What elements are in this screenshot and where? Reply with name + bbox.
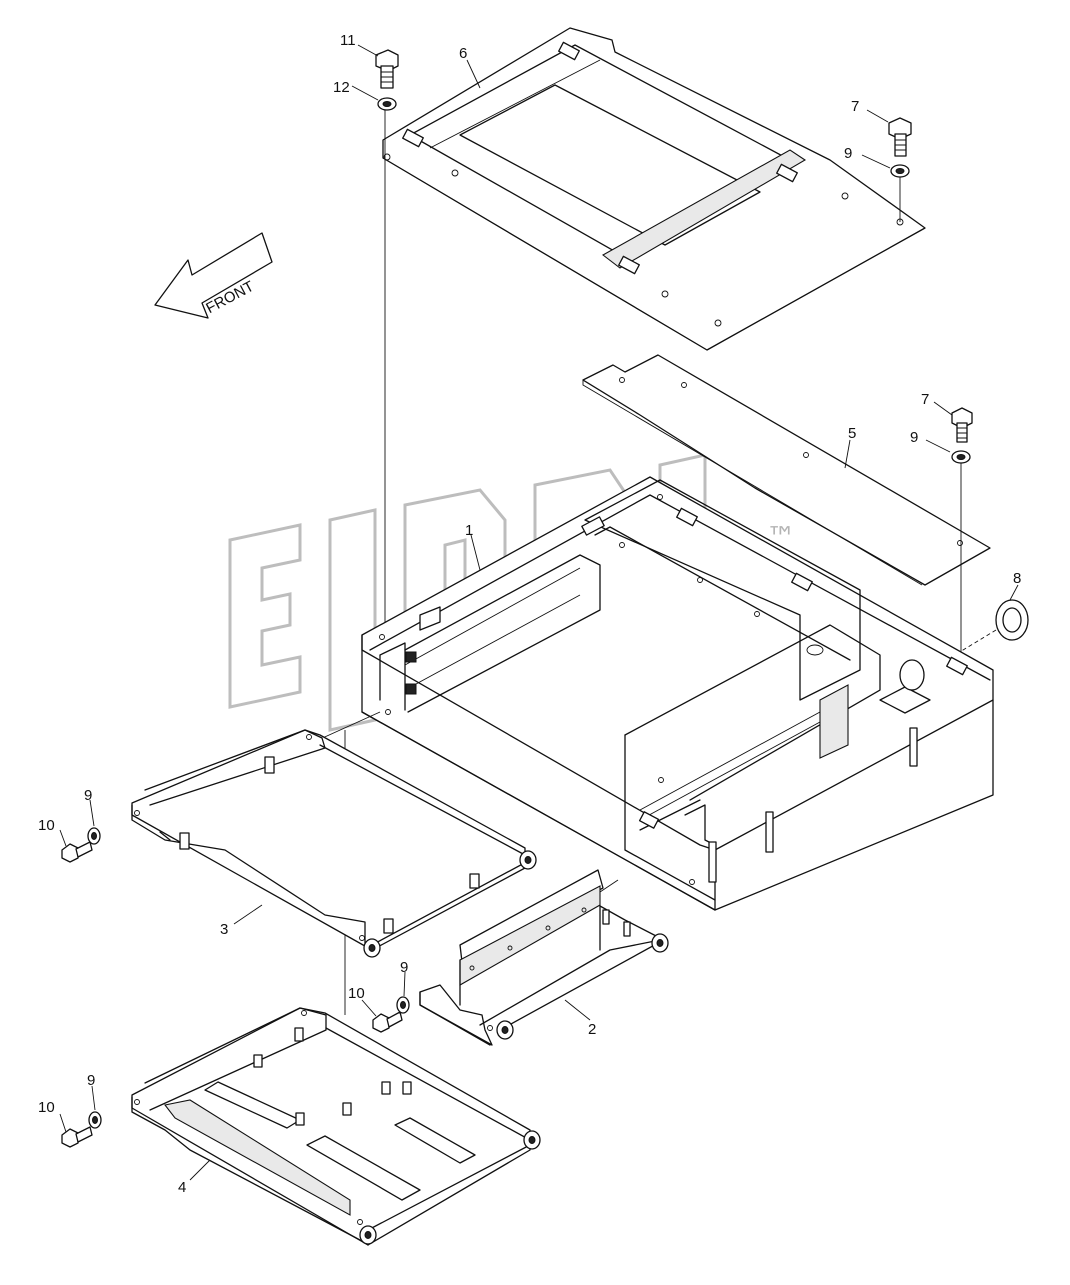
part-2-middle-drawer xyxy=(419,869,669,1046)
bolt-11 xyxy=(375,49,399,89)
callout-4: 4 xyxy=(178,1179,186,1196)
callout-6: 6 xyxy=(459,45,467,62)
callout-12: 12 xyxy=(333,79,350,96)
washer-9-upper xyxy=(890,164,910,178)
bolt-10-drawer2 xyxy=(372,1011,403,1033)
part-4-lower-drawer xyxy=(131,1007,541,1246)
washer-9-drawer3 xyxy=(87,827,101,845)
bolt-7-lower xyxy=(951,407,973,443)
callout-1: 1 xyxy=(465,522,473,539)
part-3-upper-drawer xyxy=(131,729,537,958)
callout-labels: 11 12 6 7 9 7 9 5 1 8 9 10 3 9 10 2 9 10… xyxy=(38,32,1021,1196)
part-6-top-cover xyxy=(382,27,926,351)
callout-5: 5 xyxy=(848,425,856,442)
part-8-grommet xyxy=(995,599,1029,641)
callout-10-drawer4: 10 xyxy=(38,1099,55,1116)
callout-2: 2 xyxy=(588,1021,596,1038)
bolt-10-drawer3 xyxy=(61,841,93,863)
callout-10-drawer2: 10 xyxy=(348,985,365,1002)
callout-9-drawer2: 9 xyxy=(400,959,408,976)
washer-9-drawer4 xyxy=(88,1111,102,1129)
callout-9-upper: 9 xyxy=(844,145,852,162)
bolt-7-upper xyxy=(888,117,912,157)
washer-12 xyxy=(377,97,397,111)
leader-lines xyxy=(59,44,1019,1181)
callout-11: 11 xyxy=(340,32,356,49)
part-5-strip-plate xyxy=(582,354,991,586)
callout-9-drawer4: 9 xyxy=(87,1072,95,1089)
callout-9-lower: 9 xyxy=(910,429,918,446)
part-1-main-frame xyxy=(361,476,994,911)
callout-10-drawer3: 10 xyxy=(38,817,55,834)
assembly-line-drawer2 xyxy=(599,879,619,893)
bolt-10-drawer4 xyxy=(61,1126,93,1148)
callout-7-lower: 7 xyxy=(921,391,929,408)
front-arrow: FRONT xyxy=(154,232,273,319)
washer-9-drawer2 xyxy=(396,996,410,1014)
callout-9-drawer3: 9 xyxy=(84,787,92,804)
washer-9-lower xyxy=(951,450,971,464)
callout-7-upper: 7 xyxy=(851,98,859,115)
callout-3: 3 xyxy=(220,921,228,938)
callout-8: 8 xyxy=(1013,570,1021,587)
